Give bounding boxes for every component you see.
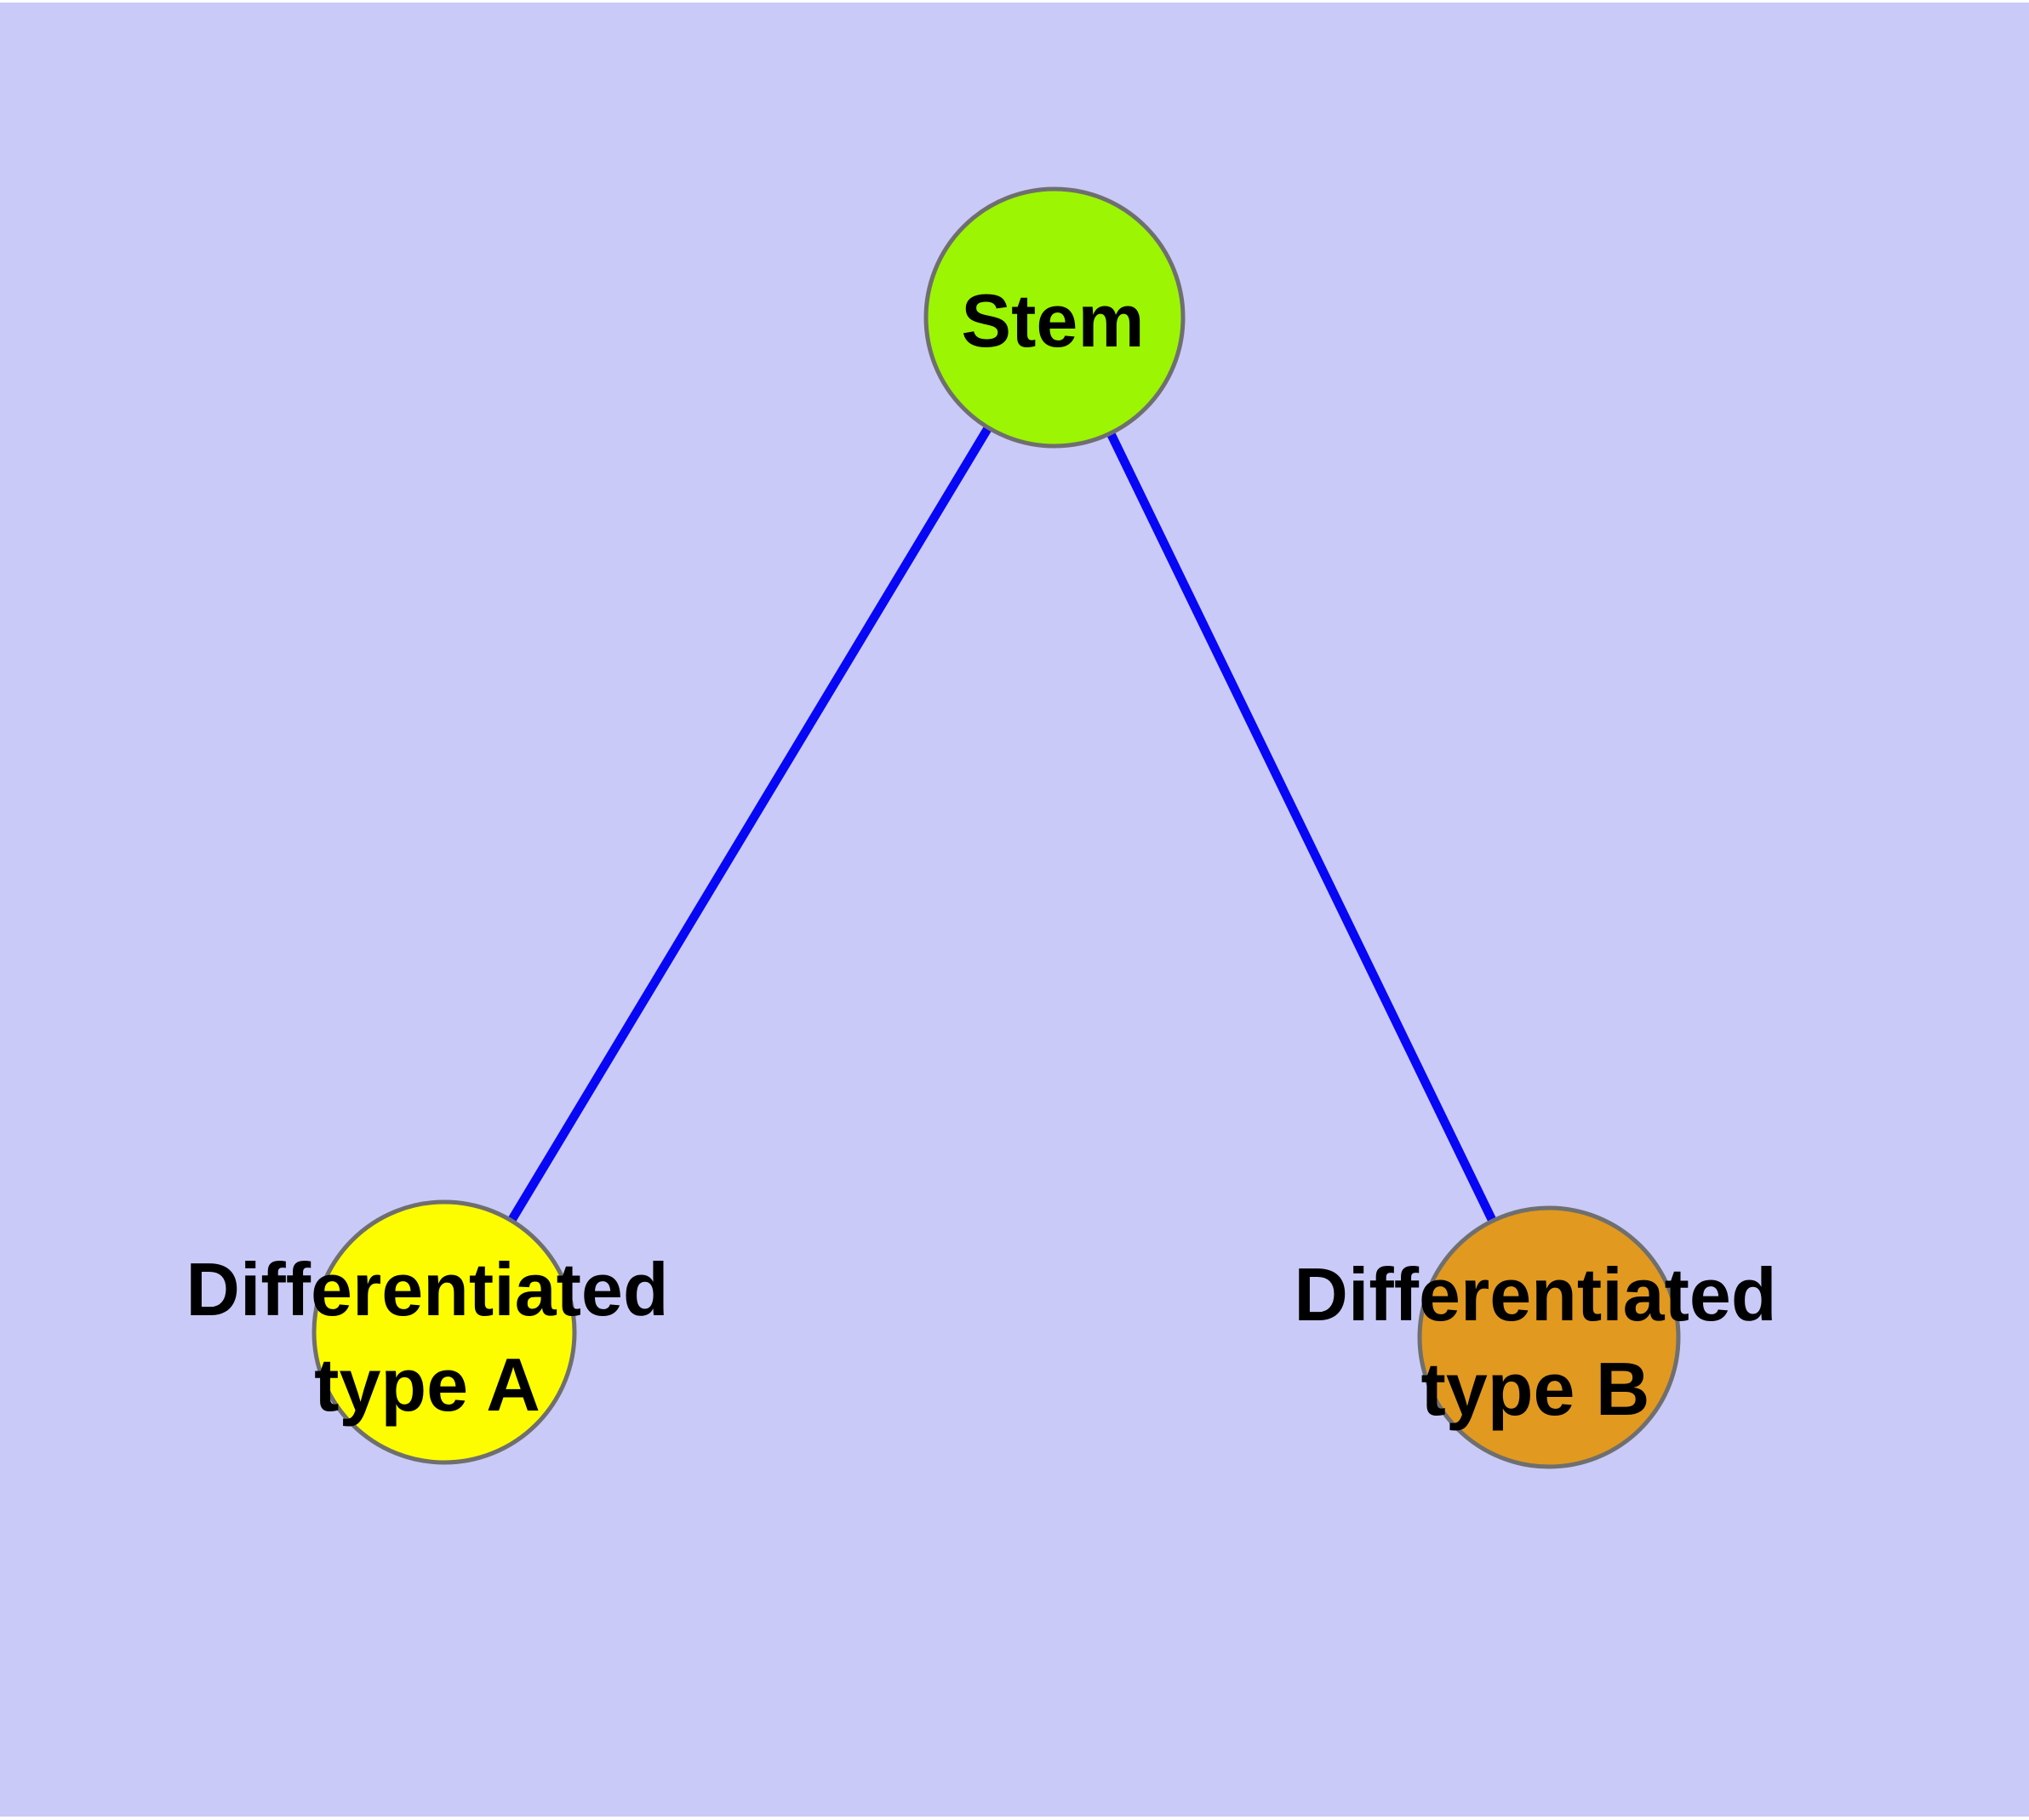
node-type-a-circle (311, 1199, 577, 1465)
node-differentiated-type-b: Differentiated type B (1294, 1205, 1777, 1469)
edge-stem-to-type-b (1050, 315, 1553, 1340)
edge-stem-to-type-a (440, 315, 1059, 1335)
node-type-a-label: Differentiated type A (186, 1247, 668, 1427)
node-stem: Stem (923, 186, 1186, 449)
node-stem-circle (923, 186, 1186, 449)
node-stem-label-line-1: Stem (961, 278, 1144, 363)
node-stem-label: Stem (961, 278, 1144, 363)
node-type-a-label-line-1: Differentiated (186, 1247, 668, 1331)
node-type-b-label-line-1: Differentiated (1294, 1252, 1776, 1336)
node-differentiated-type-a: Differentiated type A (186, 1199, 669, 1465)
node-type-b-label-line-2: type B (1421, 1347, 1650, 1431)
edge-layer (440, 315, 1553, 1340)
node-type-a-label-line-2: type A (314, 1342, 540, 1427)
node-type-b-label: Differentiated type B (1294, 1252, 1776, 1431)
node-type-b-circle (1417, 1205, 1681, 1469)
